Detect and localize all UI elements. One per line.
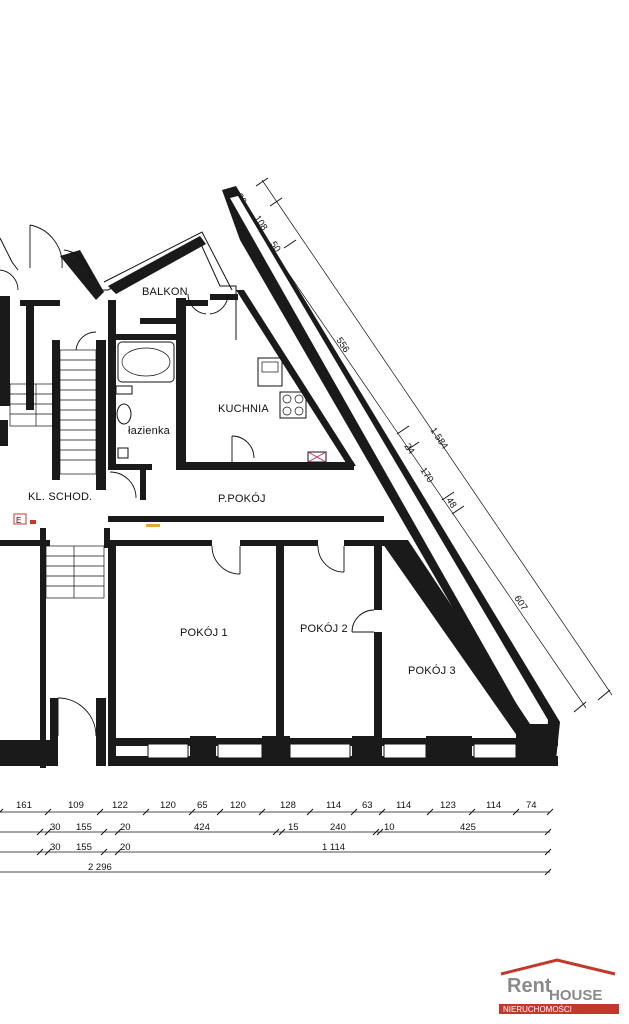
- row2-dim-1: 30: [50, 822, 61, 833]
- row1-dim-9: 63: [362, 800, 373, 811]
- row2-dim-3: 20: [120, 822, 131, 833]
- row1-dim-5: 65: [197, 800, 208, 811]
- washbasin: [117, 447, 129, 459]
- kitchen-stove: [279, 391, 307, 419]
- dimension-tick: [544, 848, 552, 856]
- row3-dim-3: 20: [120, 842, 131, 853]
- radiator-mark: [146, 524, 160, 527]
- stairs-upper: [9, 349, 97, 475]
- row1-tick: [378, 808, 386, 816]
- row3-dim-1: 30: [50, 842, 61, 853]
- dim-1584: 1 584: [428, 426, 450, 452]
- toilet: [115, 385, 133, 425]
- row1-dim-12: 114: [486, 800, 501, 811]
- rent-house-logo: Rent HOUSE NIERUCHOMOŚCI: [499, 958, 619, 1014]
- room-klatka-schodowa: KL. SCHOD.: [28, 491, 92, 503]
- bottom-row1-ticks: [0, 808, 554, 816]
- dimension-tick: [100, 828, 108, 836]
- dimension-tick: [100, 848, 108, 856]
- row1-dim-7: 128: [280, 800, 296, 811]
- dimension-tick: [544, 828, 552, 836]
- row1-tick: [426, 808, 434, 816]
- row2-dim-7: 10: [384, 822, 395, 833]
- dimension-tick: [372, 828, 380, 836]
- svg-text:NIERUCHOMOŚCI: NIERUCHOMOŚCI: [503, 1005, 572, 1014]
- row1-dim-3: 122: [112, 800, 128, 811]
- svg-text:Rent: Rent: [507, 975, 552, 997]
- dimension-tick: [36, 848, 44, 856]
- row1-tick: [216, 808, 224, 816]
- row1-dim-13: 74: [526, 800, 537, 811]
- room-kuchnia: KUCHNIA: [218, 403, 269, 415]
- row1-tick: [512, 808, 520, 816]
- row1-tick: [258, 808, 266, 816]
- stairs-lower: [45, 545, 105, 599]
- room-pokoj-2: POKÓJ 2: [300, 622, 348, 635]
- doors: [0, 224, 375, 737]
- dimension-tick: [36, 828, 44, 836]
- row1-tick: [306, 808, 314, 816]
- room-lazienka: łazienka: [128, 425, 171, 437]
- svg-text:E: E: [16, 516, 21, 525]
- svg-text:HOUSE: HOUSE: [549, 987, 602, 1004]
- row1-tick: [468, 808, 476, 816]
- row1-tick: [546, 808, 554, 816]
- dimension-tick: [544, 868, 552, 876]
- row1-dim-11: 123: [440, 800, 456, 811]
- room-pokoj-1: POKÓJ 1: [180, 626, 228, 639]
- dim-24: 24: [402, 442, 417, 457]
- diagonal-dimension-chain: [229, 177, 613, 713]
- room-pokoj-3: POKÓJ 3: [408, 664, 456, 677]
- row4-dim-total: 2 296: [88, 862, 112, 873]
- electric-meter: E: [13, 513, 36, 525]
- row2-dim-4: 424: [194, 822, 210, 833]
- row2-dim-2: 155: [76, 822, 92, 833]
- row1-tick: [96, 808, 104, 816]
- kitchen-boiler: [307, 451, 327, 463]
- dimension-tick: [272, 828, 280, 836]
- room-balkon: BALKON: [142, 286, 188, 298]
- row1-tick: [350, 808, 358, 816]
- dimension-tick: [114, 828, 122, 836]
- dimension-tick: [114, 848, 122, 856]
- row1-dim-8: 114: [326, 800, 341, 811]
- row3-dim-2: 155: [76, 842, 92, 853]
- row1-tick: [0, 808, 4, 813]
- row3-dim-4: 1 114: [322, 842, 345, 853]
- bathtub: [117, 341, 175, 383]
- row1-tick: [188, 808, 196, 816]
- row1-dim-4: 120: [160, 800, 176, 811]
- room-przedpokoj: P.POKÓJ: [218, 492, 266, 505]
- row1-dim-1: 161: [16, 800, 32, 811]
- row2-dim-5: 15: [288, 822, 299, 833]
- dim-170: 170: [418, 466, 436, 485]
- walls: [0, 186, 560, 768]
- row1-tick: [44, 808, 52, 816]
- dim-48: 48: [444, 496, 459, 511]
- bottom-other-ticks: [36, 828, 552, 876]
- dimension-tick: [44, 828, 52, 836]
- row1-dim-2: 109: [68, 800, 84, 811]
- row1-dim-10: 114: [396, 800, 411, 811]
- row1-dim-6: 120: [230, 800, 246, 811]
- dimension-tick: [44, 848, 52, 856]
- row1-tick: [142, 808, 150, 816]
- row2-dim-8: 425: [460, 822, 476, 833]
- dim-607: 607: [512, 594, 530, 613]
- bottom-dimension-lines: [0, 811, 550, 873]
- dimension-tick: [278, 828, 286, 836]
- row2-dim-6: 240: [330, 822, 346, 833]
- dimension-tick: [376, 828, 384, 836]
- kitchen-sink: [257, 357, 283, 387]
